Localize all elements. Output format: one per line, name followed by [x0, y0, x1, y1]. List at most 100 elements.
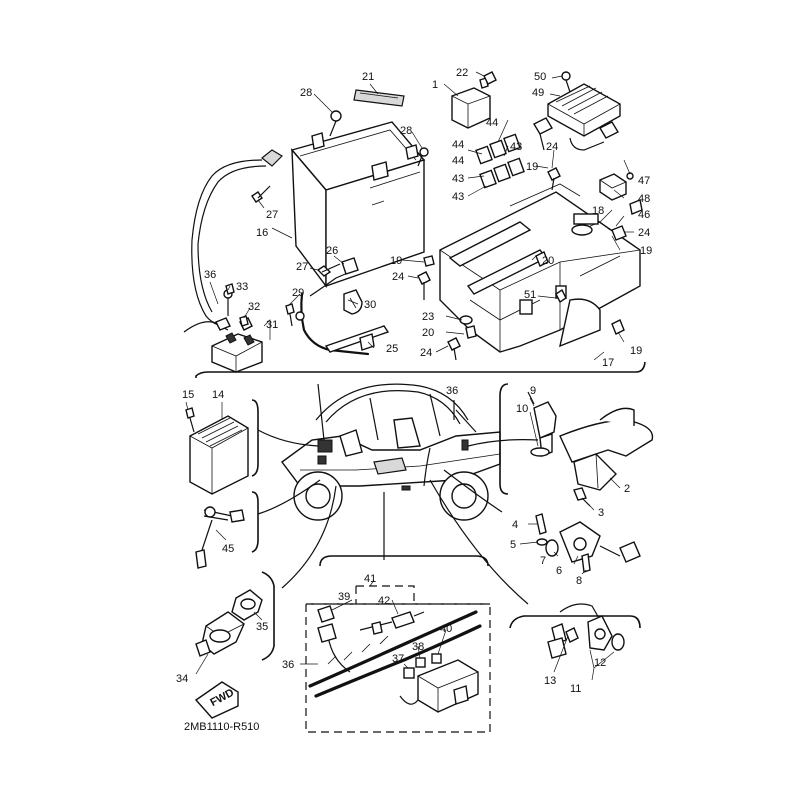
- callout-48: 48: [638, 193, 650, 205]
- callout-24c: 24: [392, 271, 404, 283]
- callout-6: 6: [556, 565, 562, 577]
- callout-3: 3: [598, 507, 604, 519]
- callout-43c: 43: [452, 191, 464, 203]
- callout-19a: 19: [526, 161, 538, 173]
- coupler-39: [317, 605, 337, 643]
- callout-10: 10: [516, 403, 528, 415]
- ignition-coil: [559, 407, 654, 507]
- switch-34-35: [195, 589, 263, 657]
- battery-lead-cable: [183, 149, 283, 333]
- callout-28a: 28: [300, 87, 312, 99]
- battery-terminal-bolts: [329, 110, 429, 167]
- callout-40: 40: [440, 623, 452, 635]
- junction-box-40: [399, 659, 479, 713]
- callout-24b: 24: [638, 227, 650, 239]
- callout-15: 15: [182, 389, 194, 401]
- relay-mount-hardware: [225, 283, 249, 327]
- callout-36c: 36: [282, 659, 294, 671]
- callout-50: 50: [534, 71, 546, 83]
- callout-19c: 19: [390, 255, 402, 267]
- callout-47: 47: [638, 175, 650, 187]
- callout-24d: 24: [420, 347, 432, 359]
- callout-39: 39: [338, 591, 350, 603]
- callout-12: 12: [594, 657, 606, 669]
- callout-14: 14: [212, 389, 224, 401]
- callout-42: 42: [378, 595, 390, 607]
- callout-36b: 36: [446, 385, 458, 397]
- relay-cluster: [451, 77, 525, 189]
- diagram-code: 2MB1110-R510: [184, 721, 259, 733]
- ecu-unit: [533, 71, 621, 151]
- callout-8: 8: [576, 575, 582, 587]
- callout-44b: 44: [452, 139, 464, 151]
- callout-45: 45: [222, 543, 234, 555]
- callout-28b: 28: [400, 125, 412, 137]
- crank-sensor-11-13: [547, 603, 625, 659]
- callout-46: 46: [638, 209, 650, 221]
- callout-44a: 44: [486, 117, 498, 129]
- callout-34: 34: [176, 673, 188, 685]
- callout-51: 51: [524, 289, 536, 301]
- sensor-assembly-4-8: [535, 513, 641, 573]
- callout-31: 31: [266, 319, 278, 331]
- lower-left-bracket: [261, 571, 275, 661]
- tray-hardware-left: [417, 251, 567, 361]
- callout-leaders: [185, 71, 634, 681]
- bolt-27-upper: [251, 185, 271, 203]
- callout-13: 13: [544, 675, 556, 687]
- callout-4: 4: [512, 519, 518, 531]
- cdi-unit-bracket: [251, 399, 259, 477]
- battery-strap: [353, 89, 405, 107]
- callout-35: 35: [256, 621, 268, 633]
- callout-37: 37: [392, 653, 404, 665]
- utv-vehicle: [281, 383, 501, 521]
- callout-44c: 44: [452, 155, 464, 167]
- bolt-22: [483, 71, 497, 85]
- lean-sensor-45: [195, 506, 245, 569]
- callout-27b: 27: [296, 261, 308, 273]
- fuses-37-38: [403, 653, 442, 679]
- callout-22: 22: [456, 67, 468, 79]
- callout-labels: 1 2 3 4 5 6 7 8 9 10 11 12 13 14 15 16 1…: [176, 67, 652, 695]
- callout-5: 5: [510, 539, 516, 551]
- callout-26: 26: [326, 245, 338, 257]
- lower-right-bracket: [509, 615, 641, 629]
- tray-hardware-right: [547, 167, 643, 335]
- callout-7: 7: [540, 555, 546, 567]
- callout-11: 11: [570, 683, 581, 695]
- callout-19d: 19: [630, 345, 642, 357]
- callout-23: 23: [422, 311, 434, 323]
- callout-16: 16: [256, 227, 268, 239]
- fuse-holder-42: [359, 611, 425, 635]
- callout-32: 32: [248, 301, 260, 313]
- speed-sensor-bracket: [251, 491, 259, 553]
- callout-43a: 43: [510, 141, 522, 153]
- callout-18: 18: [592, 205, 604, 217]
- dashed-detail-frame: [305, 555, 491, 733]
- callout-33: 33: [236, 281, 248, 293]
- cdi-unit: [185, 407, 249, 495]
- callout-19b: 19: [640, 245, 652, 257]
- callout-30: 30: [364, 299, 376, 311]
- callout-43b: 43: [452, 173, 464, 185]
- callout-9: 9: [530, 385, 536, 397]
- callout-36a: 36: [204, 269, 216, 281]
- callout-38: 38: [412, 641, 424, 653]
- sensor-9-10: [527, 391, 557, 457]
- callout-20b: 20: [422, 327, 434, 339]
- callout-24a: 24: [546, 141, 558, 153]
- cable-band: [324, 325, 390, 353]
- callout-27a: 27: [266, 209, 278, 221]
- callout-29: 29: [292, 287, 304, 299]
- top-section-frame: [195, 361, 646, 378]
- fwd-arrow: FWD: [194, 681, 239, 719]
- callout-1: 1: [432, 79, 438, 91]
- location-leaders: [257, 383, 539, 605]
- callout-41: 41: [364, 573, 376, 585]
- battery: [290, 121, 426, 289]
- starter-cable-assembly: [285, 257, 370, 356]
- callout-21: 21: [362, 71, 374, 83]
- callout-49: 49: [532, 87, 544, 99]
- callout-17: 17: [602, 357, 614, 369]
